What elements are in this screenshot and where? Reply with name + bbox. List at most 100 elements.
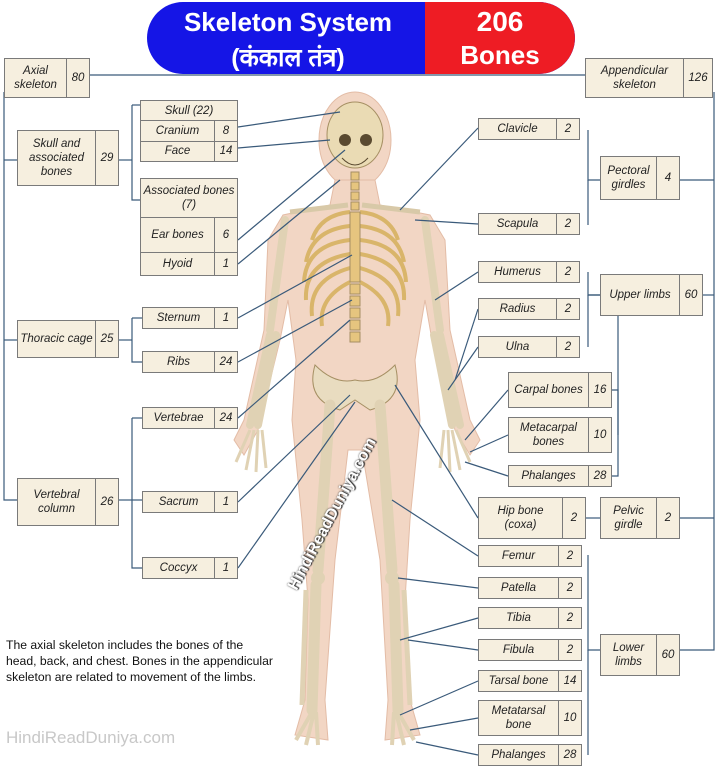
bone-count: 206 xyxy=(476,6,524,37)
vertebral-label: Vertebral column xyxy=(33,489,80,515)
patella-label: Patella xyxy=(500,582,537,594)
fibula-label: Fibula xyxy=(502,644,535,656)
tibia-label: Tibia xyxy=(506,612,531,624)
clavicle-label: Clavicle xyxy=(497,123,538,135)
thoracic-label: Thoracic cage xyxy=(20,333,93,345)
fibula-count: 2 xyxy=(558,640,581,660)
sacrum-count: 1 xyxy=(214,492,237,512)
metatarsal-box: Metatarsal bone 10 xyxy=(478,700,582,736)
ribcage-icon xyxy=(302,210,408,327)
phalanges-upper-box: Phalanges 28 xyxy=(508,465,612,487)
ear-bones-count: 6 xyxy=(214,217,237,253)
face-label: Face xyxy=(164,145,191,158)
patella-box: Patella 2 xyxy=(478,577,582,599)
femur-count: 2 xyxy=(558,546,581,566)
scapula-box: Scapula 2 xyxy=(478,213,580,235)
hip-bone-box: Hip bone (coxa) 2 xyxy=(478,497,586,539)
sternum-count: 1 xyxy=(214,308,237,328)
axial-count: 80 xyxy=(66,59,89,97)
count-badge xyxy=(425,2,575,74)
sternum-box: Sternum 1 xyxy=(142,307,238,329)
sternum-icon xyxy=(349,211,361,283)
cranium-label: Cranium xyxy=(155,124,200,137)
hand-bones-icon xyxy=(234,429,472,473)
vertebral-count: 26 xyxy=(95,479,118,525)
femur-box: Femur 2 xyxy=(478,545,582,567)
skull-icon xyxy=(326,101,384,169)
appendicular-label: Appendicular skeleton xyxy=(600,65,669,91)
pelvic-girdle-box: Pelvic girdle 2 xyxy=(600,497,680,539)
appendicular-skeleton-box: Appendicular skeleton 126 xyxy=(585,58,713,98)
phalanges-lower-label: Phalanges xyxy=(491,749,546,761)
tarsal-count: 14 xyxy=(558,671,581,691)
clavicle-count: 2 xyxy=(556,119,579,139)
skull-group-label: Skull and associated bones xyxy=(29,138,84,178)
title-banner: Skeleton System (कंकाल तंत्र) 206 Bones xyxy=(147,2,575,74)
scapula-count: 2 xyxy=(556,214,579,234)
tarsal-box: Tarsal bone 14 xyxy=(478,670,582,692)
pelvic-label: Pelvic girdle xyxy=(613,505,644,531)
tarsal-label: Tarsal bone xyxy=(488,675,549,687)
metatarsal-count: 10 xyxy=(558,701,581,735)
ribs-count: 24 xyxy=(214,352,237,372)
radius-count: 2 xyxy=(556,299,579,319)
fibula-box: Fibula 2 xyxy=(478,639,582,661)
patella-count: 2 xyxy=(558,578,581,598)
patella-icon xyxy=(311,571,325,585)
phalanges-upper-count: 28 xyxy=(588,466,611,486)
phalanges-upper-label: Phalanges xyxy=(521,470,576,482)
humerus-label: Humerus xyxy=(494,266,541,278)
phalanges-lower-count: 28 xyxy=(558,745,581,765)
hip-label: Hip bone (coxa) xyxy=(497,505,544,531)
lower-limbs-count: 60 xyxy=(656,635,679,675)
patella-icon xyxy=(385,571,399,585)
fibula-icon xyxy=(299,589,413,706)
thoracic-count: 25 xyxy=(95,321,118,357)
upper-limbs-count: 60 xyxy=(679,275,702,315)
skull-group-box: Skull and associated bones 29 xyxy=(17,130,119,186)
scapula-label: Scapula xyxy=(496,218,539,230)
pelvis-icon xyxy=(312,364,398,411)
metacarpal-label: Metacarpal bones xyxy=(520,422,577,448)
skull-group-count: 29 xyxy=(95,131,118,185)
pelvic-count: 2 xyxy=(656,498,679,538)
leg-bones-icon xyxy=(306,399,404,716)
metatarsal-label: Metatarsal bone xyxy=(491,705,546,731)
appendicular-count: 126 xyxy=(683,59,712,97)
lower-limbs-box: Lower limbs 60 xyxy=(600,634,680,676)
sacrum-box: Sacrum 1 xyxy=(142,491,238,513)
face-count: 14 xyxy=(214,141,237,161)
connector-lines xyxy=(3,74,715,756)
carpal-count: 16 xyxy=(588,373,611,407)
hyoid-count: 1 xyxy=(214,253,237,275)
page-title: Skeleton System xyxy=(183,7,393,37)
ulna-count: 2 xyxy=(556,337,579,357)
carpal-bones-box: Carpal bones 16 xyxy=(508,372,612,408)
coccyx-label: Coccyx xyxy=(159,562,198,574)
associated-label: Associated bones (7) xyxy=(143,184,235,211)
bone-count-label: Bones xyxy=(460,40,540,70)
sternum-label: Sternum xyxy=(156,312,201,324)
pectoral-count: 4 xyxy=(656,157,679,199)
vertebral-column-box: Vertebral column 26 xyxy=(17,478,119,526)
ulna-label: Ulna xyxy=(505,341,530,353)
caption-note: The axial skeleton includes the bones of… xyxy=(6,638,273,684)
clavicle-icon xyxy=(289,202,421,215)
ribs-box: Ribs 24 xyxy=(142,351,238,373)
radius-box: Radius 2 xyxy=(478,298,580,320)
hyoid-label: Hyoid xyxy=(162,258,193,271)
page-subtitle: (कंकाल तंत्र) xyxy=(231,44,345,72)
ribs-label: Ribs xyxy=(166,356,190,368)
upper-limbs-box: Upper limbs 60 xyxy=(600,274,703,316)
metacarpal-bones-box: Metacarpal bones 10 xyxy=(508,417,612,453)
axial-label: Axial skeleton xyxy=(14,65,57,91)
vertebrae-box: Vertebrae 24 xyxy=(142,407,238,429)
humerus-box: Humerus 2 xyxy=(478,261,580,283)
skull-box: Skull (22) Cranium 8 Face 14 xyxy=(140,100,238,162)
skull-label: Skull (22) xyxy=(164,104,214,117)
tibia-box: Tibia 2 xyxy=(478,607,582,629)
cranium-count: 8 xyxy=(214,121,237,141)
carpal-label: Carpal bones xyxy=(514,384,583,396)
